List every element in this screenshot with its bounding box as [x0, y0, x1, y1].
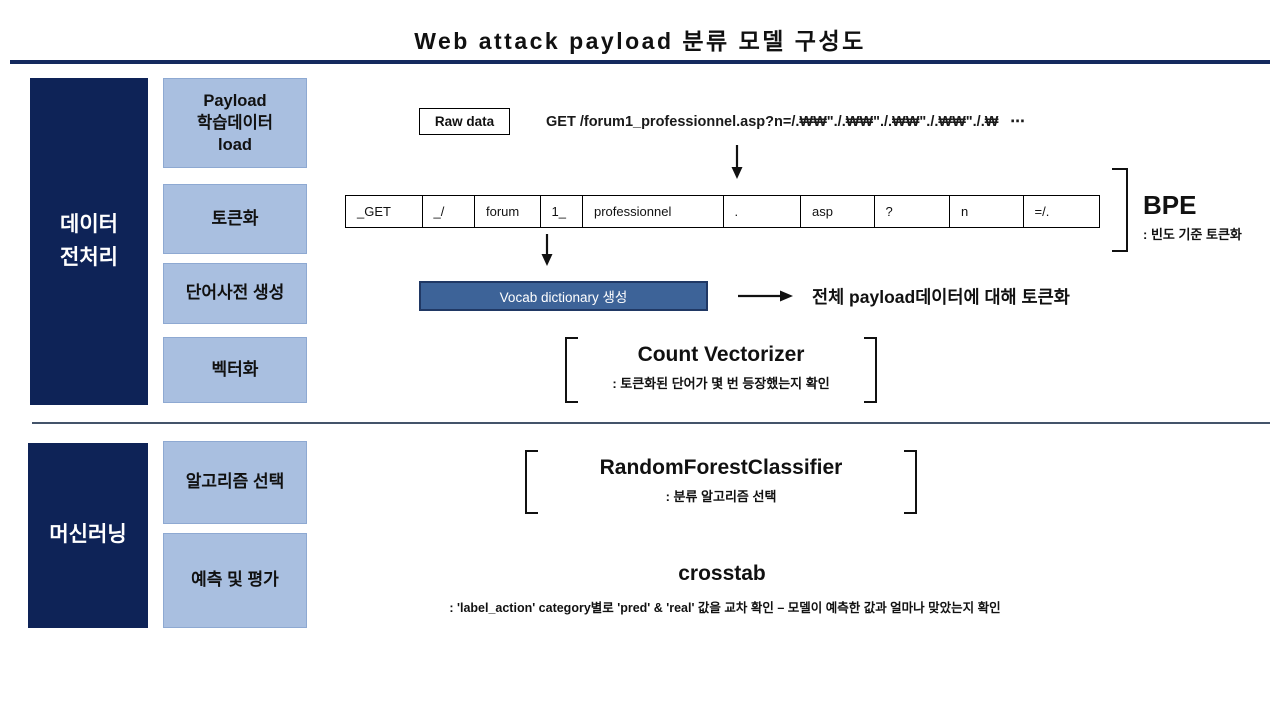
title-underline — [10, 60, 1270, 64]
count-vectorizer-title: Count Vectorizer — [637, 343, 805, 366]
classifier-callout: RandomForestClassifier : 분류 알고리즘 선택 — [525, 450, 917, 514]
raw-payload-string: GET /forum1_professionnel.asp?n=/.₩₩"./.… — [546, 114, 999, 130]
bpe-block: BPE : 빈도 기준 토큰화 — [1143, 190, 1273, 243]
arrow-right-icon — [738, 290, 793, 302]
step-vectorize: 벡터화 — [163, 337, 307, 403]
vocab-dictionary-box: Vocab dictionary 생성 — [419, 281, 708, 311]
step-payload-load: Payload 학습데이터 load — [163, 78, 307, 168]
step-algorithm-select: 알고리즘 선택 — [163, 441, 307, 524]
raw-data-box: Raw data — [419, 108, 510, 135]
bpe-title: BPE — [1143, 190, 1197, 220]
token-cell: professionnel — [582, 195, 724, 228]
left-bracket — [525, 450, 538, 514]
arrow-down-icon — [731, 145, 743, 179]
token-table: _GET _/ forum 1_ professionnel . asp ? n… — [345, 195, 1100, 228]
raw-payload-text: GET /forum1_professionnel.asp?n=/.₩₩"./.… — [546, 114, 1025, 130]
bpe-bracket — [1112, 168, 1128, 252]
vocab-note: 전체 payload데이터에 대해 토큰화 — [812, 287, 1070, 307]
right-bracket — [904, 450, 917, 514]
right-bracket — [864, 337, 877, 403]
crosstab-subtitle: : 'label_action' category별로 'pred' & 're… — [449, 601, 1001, 615]
section-divider — [32, 422, 1270, 424]
page-title: Web attack payload 분류 모델 구성도 — [414, 28, 866, 54]
classifier-title: RandomForestClassifier — [599, 456, 843, 479]
step-tokenize: 토큰화 — [163, 184, 307, 254]
token-cell: 1_ — [539, 195, 584, 228]
token-cell: _/ — [421, 195, 476, 228]
step-vocab-create: 단어사전 생성 — [163, 263, 307, 324]
classifier-subtitle: : 분류 알고리즘 선택 — [665, 489, 777, 504]
token-cell: asp — [800, 195, 875, 228]
bpe-subtitle: : 빈도 기준 토큰화 — [1143, 227, 1242, 242]
raw-payload-ellipsis: ⋯ — [1010, 114, 1025, 130]
token-cell: _GET — [345, 195, 423, 228]
token-cell: ? — [873, 195, 951, 228]
count-vectorizer-callout: Count Vectorizer : 토큰화된 단어가 몇 번 등장했는지 확인 — [565, 337, 877, 403]
crosstab-title: crosstab — [678, 562, 766, 585]
token-cell: . — [722, 195, 802, 228]
step-predict-evaluate: 예측 및 평가 — [163, 533, 307, 628]
left-bracket — [565, 337, 578, 403]
token-cell: forum — [474, 195, 541, 228]
section-label-preprocessing: 데이터 전처리 — [30, 78, 148, 405]
token-cell: n — [949, 195, 1024, 228]
section-label-ml: 머신러닝 — [28, 443, 148, 628]
arrow-down-icon — [541, 234, 553, 266]
count-vectorizer-subtitle: : 토큰화된 단어가 몇 번 등장했는지 확인 — [612, 376, 830, 391]
token-cell: =/. — [1022, 195, 1100, 228]
